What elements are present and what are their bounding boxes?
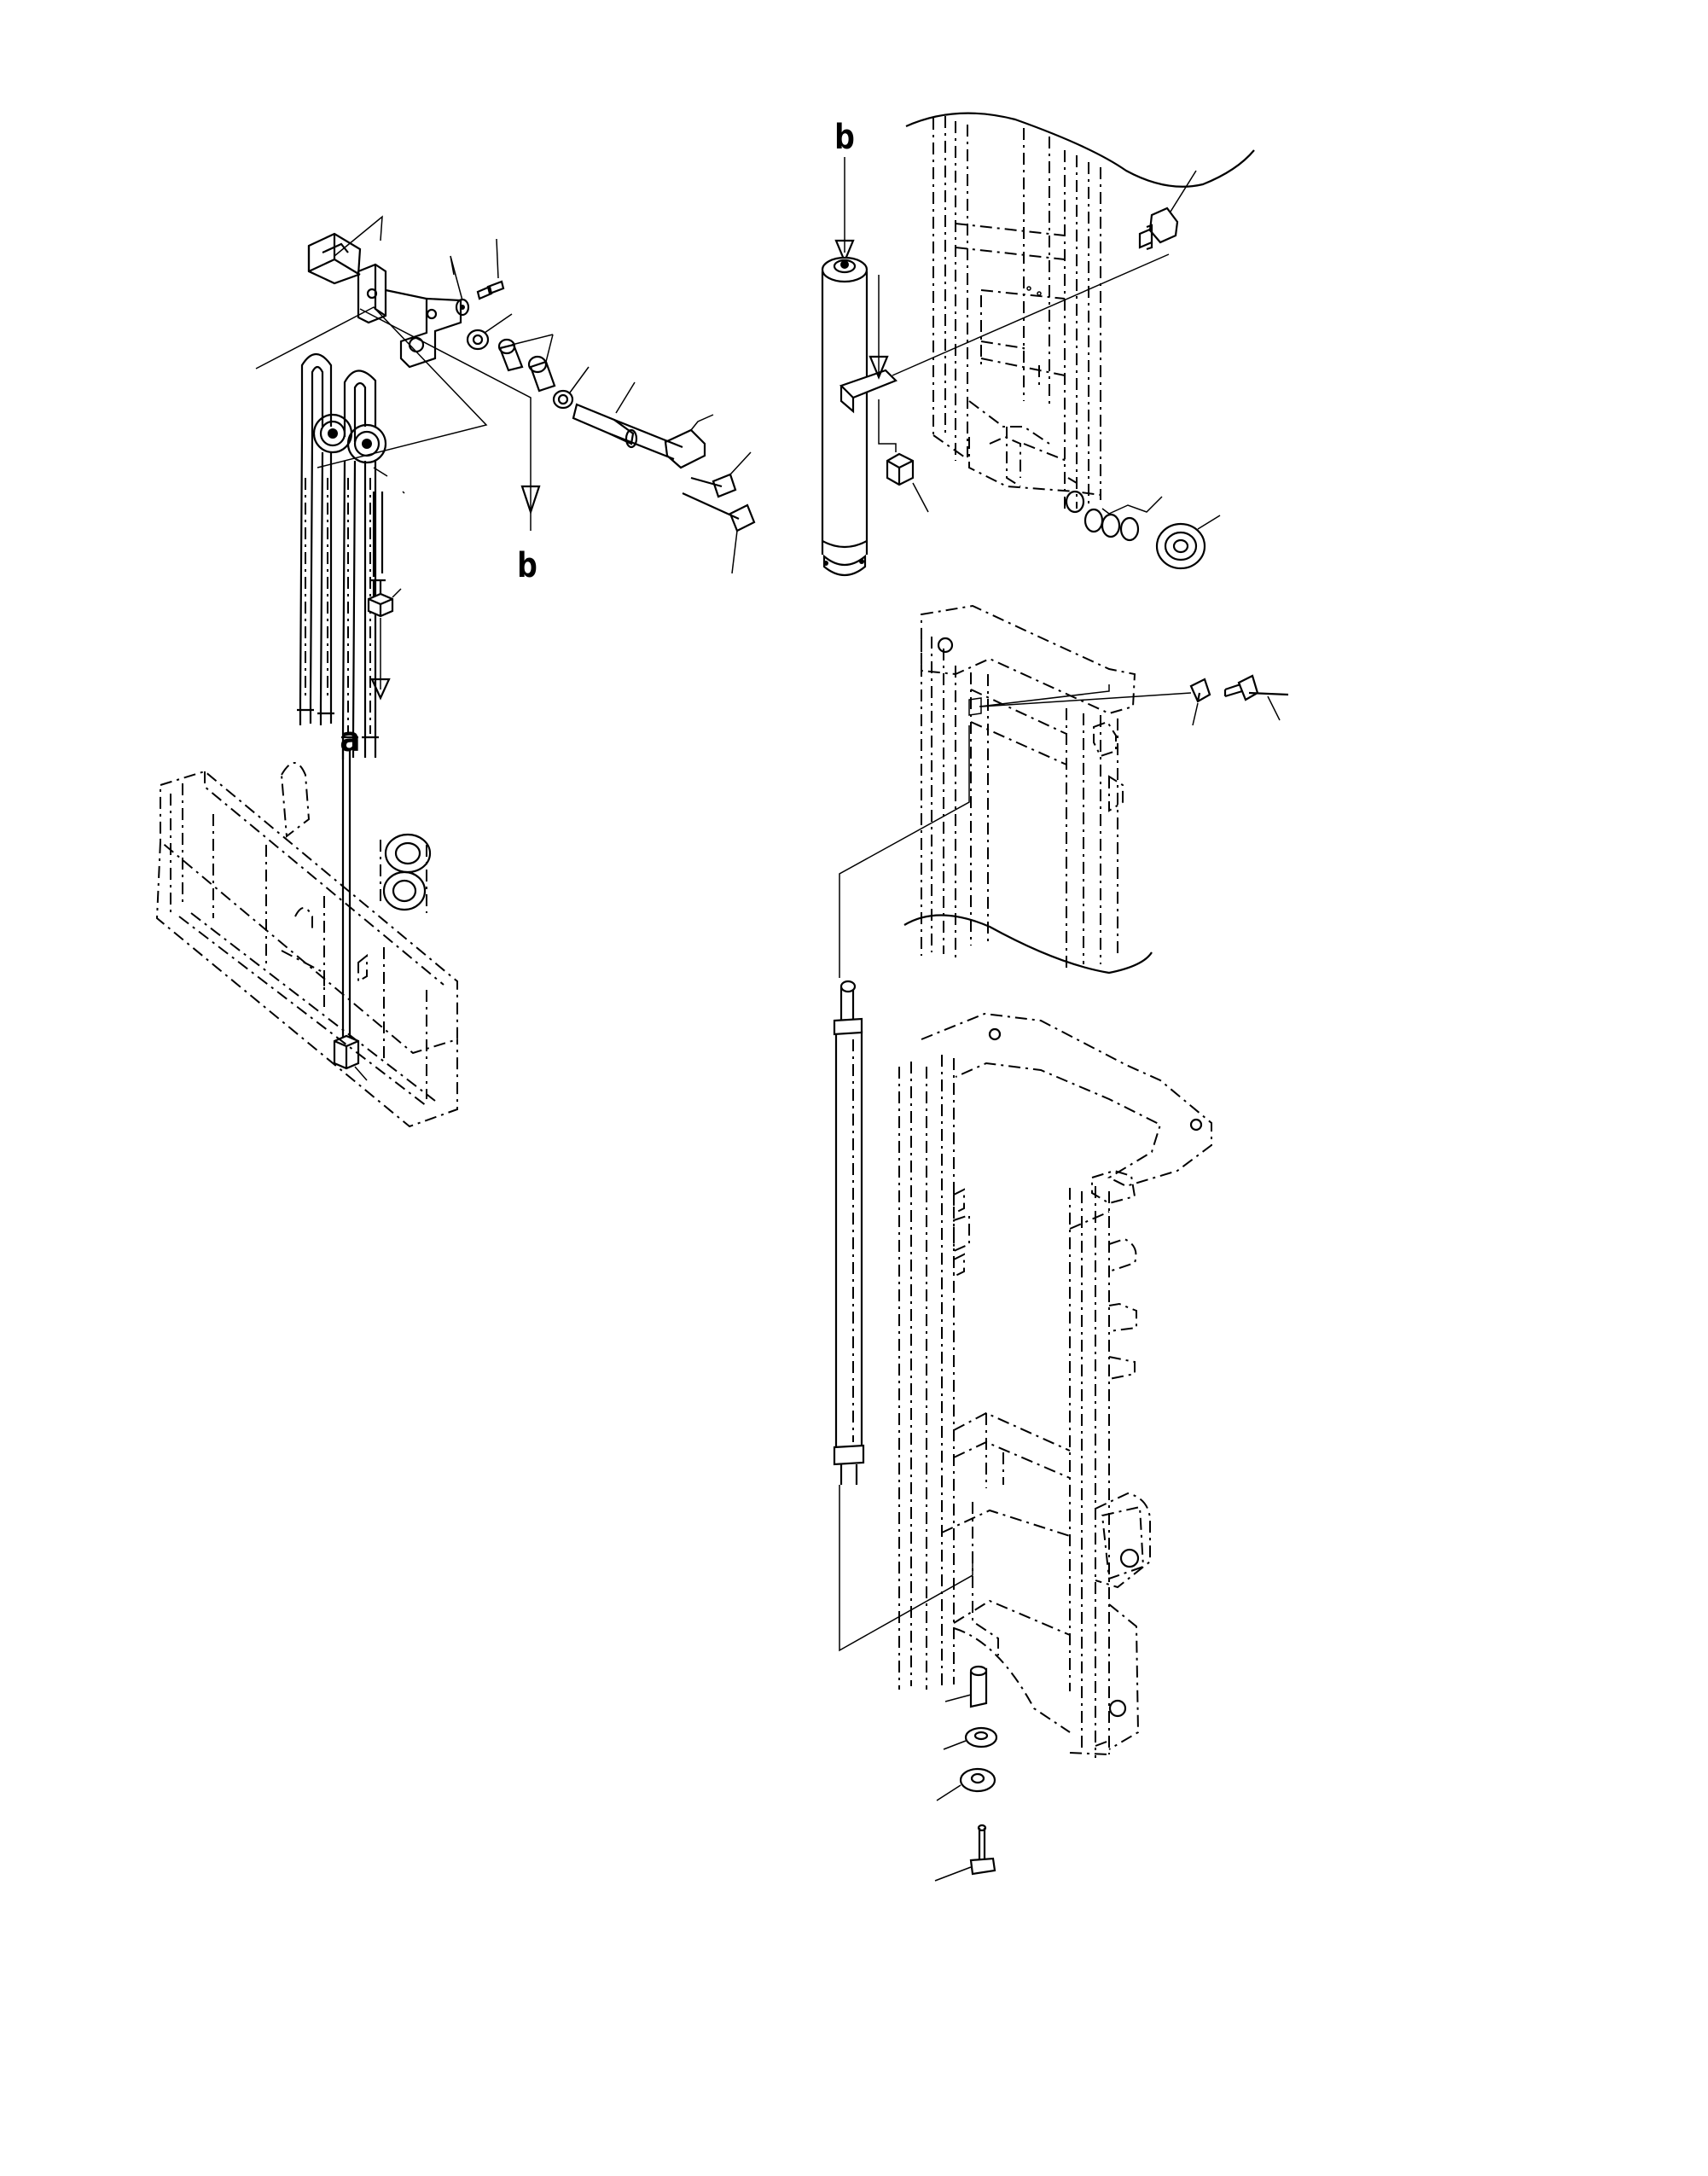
- lift-chain-short: [370, 492, 386, 608]
- cylinder-mount-bolt: [1138, 170, 1197, 251]
- pin-bolt-bottom: [934, 1824, 996, 1882]
- mast-roller-bearing: [1155, 515, 1221, 570]
- outer-mast-upper-section: [839, 604, 1192, 978]
- chain-anchor-rod: [341, 749, 351, 1058]
- outer-mast-lower-assembly: [833, 980, 1212, 1882]
- hose-route-line-upper: [839, 725, 970, 978]
- arrow-b-down: [520, 485, 541, 515]
- washer-small-1: [450, 255, 470, 317]
- bushing-pair: [497, 334, 556, 393]
- lift-cylinder-upper-assembly: b: [821, 112, 1255, 577]
- pin-bolt: [682, 492, 756, 574]
- tie-bolt: [1223, 674, 1289, 721]
- reference-plane: [255, 306, 488, 468]
- mast-tie-bolt-set: [1189, 674, 1289, 726]
- lift-chain-left: [297, 352, 334, 725]
- chain-anchor-nut: [333, 1034, 368, 1081]
- callout-letter-b-right: b: [834, 118, 855, 157]
- callout-letter-b-left: b: [517, 546, 537, 585]
- anchor-pin-part: [572, 381, 683, 461]
- chain-adjusting-nut: [367, 588, 402, 701]
- chain-anchor-assembly: b a: [155, 215, 756, 1128]
- callout-letter-a: a: [340, 720, 360, 759]
- bolt-small-1: [476, 238, 505, 300]
- sheave-callout-line: [373, 467, 405, 494]
- chain-sheave-right: [346, 423, 387, 464]
- pin-retainer-plate: [664, 414, 714, 469]
- tilt-pin: [944, 1665, 988, 1708]
- lift-cylinder-part: [821, 256, 869, 577]
- chain-guard-part: [307, 215, 383, 285]
- fork-carriage-frame: [155, 762, 458, 1128]
- pin-washer-2: [936, 1767, 996, 1801]
- cylinder-clamp: [839, 253, 1170, 452]
- mast-shim-set: [1065, 490, 1163, 542]
- pin-washer-1: [943, 1726, 998, 1750]
- retainer-bolt: [690, 451, 752, 498]
- route-line-b: [359, 308, 532, 531]
- chain-sheave-left: [312, 413, 353, 454]
- tilt-cylinder-part: [833, 980, 973, 1652]
- inner-mast-upper-section: [905, 112, 1255, 512]
- clamp-nut: [886, 452, 929, 513]
- outer-mast-frame: [898, 1012, 1212, 1758]
- washer-pair: [466, 313, 513, 351]
- washer-small-2: [552, 366, 590, 410]
- tie-nut: [1189, 678, 1211, 726]
